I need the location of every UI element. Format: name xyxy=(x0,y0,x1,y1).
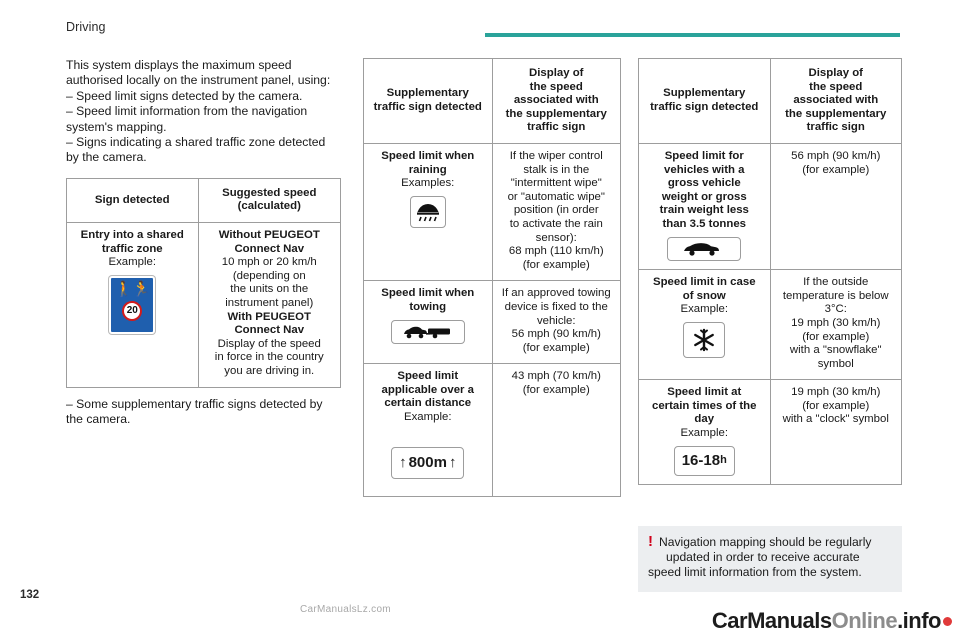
column-middle: Supplementary traffic sign detected Disp… xyxy=(363,58,621,498)
after-table-note-line-1: – Some supplementary traffic signs detec… xyxy=(66,396,323,411)
supp-speed-header: Display of the speed associated with the… xyxy=(491,58,621,144)
table-row: Entry into a shared traffic zone Example… xyxy=(66,222,342,388)
site-brand-logo: CarManualsOnline.info xyxy=(712,608,952,634)
distance-800m-icon: ↑ 800m ↑ xyxy=(391,446,465,479)
table-supplementary-right: Supplementary traffic sign detected Disp… xyxy=(638,58,902,486)
brand-suffix-label: .info xyxy=(897,608,941,633)
page-number: 132 xyxy=(20,589,40,601)
speed-limit-20-icon: 20 xyxy=(122,300,143,321)
note-line-2: updated in order to receive accurate xyxy=(666,550,860,565)
car-with-trailer-icon xyxy=(390,319,465,344)
sign-detected-header: Sign detected xyxy=(66,177,199,224)
intro-text: This system displays the maximum speed a… xyxy=(66,58,341,166)
after-table-note: – Some supplementary traffic signs detec… xyxy=(66,397,341,428)
column-right: Supplementary traffic sign detected Disp… xyxy=(638,58,902,486)
table-row: Supplementary traffic sign detected Disp… xyxy=(638,58,902,144)
brand-dot-icon xyxy=(943,617,952,626)
speed-limit-snow-cell: Speed limit in case of snow Example: xyxy=(638,269,771,381)
pedestrian-child-ball-icon: 🚶🏃 xyxy=(114,280,151,298)
speed-limit-time-cell: Speed limit at certain times of the day … xyxy=(638,379,771,486)
intro-line-1: This system displays the maximum speed xyxy=(66,58,292,72)
warning-note-box: ! Navigation mapping should be regularly… xyxy=(638,526,902,592)
table-row: Speed limit applicable over a certain di… xyxy=(363,363,621,498)
shared-zone-cell: Entry into a shared traffic zone Example… xyxy=(66,222,199,388)
brand-main-label: CarManuals xyxy=(711,608,832,633)
suggested-speed-cell: Without PEUGEOT Connect Nav 10 mph or 20… xyxy=(197,222,342,388)
table-sign-detected: Sign detected Suggested speed (calculate… xyxy=(66,177,342,388)
header-accent-rule xyxy=(485,33,900,37)
speed-limit-rain-value-cell: If the wiper control stalk is in the "in… xyxy=(491,142,621,282)
speed-limit-weight-value-cell: 56 mph (90 km/h) (for example) xyxy=(769,142,902,271)
snowflake-icon xyxy=(683,321,726,358)
speed-limit-towing-cell: Speed limit when towing xyxy=(363,280,493,365)
time-unit-label: h xyxy=(720,453,727,466)
table-row: Supplementary traffic sign detected Disp… xyxy=(363,58,621,144)
warning-exclamation-icon: ! xyxy=(648,533,653,550)
shared-zone-sign-graphic: 🚶🏃 20 xyxy=(72,275,193,334)
intro-bullet-3b: by the camera. xyxy=(66,150,147,165)
table-row: Speed limit when raining Examples: xyxy=(363,142,621,282)
supp-speed-header-2: Display of the speed associated with the… xyxy=(769,58,902,144)
table-row: Speed limit in case of snow Example: xyxy=(638,269,902,381)
suggested-speed-header: Suggested speed (calculated) xyxy=(197,177,342,224)
intro-line-2: authorised locally on the instrument pan… xyxy=(66,73,331,88)
table-row: Sign detected Suggested speed (calculate… xyxy=(66,177,342,224)
clock-times-icon: 16-18 h xyxy=(673,445,735,476)
arrow-up-left-icon: ↑ xyxy=(399,453,407,471)
supp-sign-header-2: Supplementary traffic sign detected xyxy=(638,58,771,144)
intro-bullet-3: – Signs indicating a shared traffic zone… xyxy=(66,135,326,150)
table-row: Speed limit when towing xyxy=(363,280,621,365)
speed-limit-rain-cell: Speed limit when raining Examples: xyxy=(363,142,493,282)
table-supplementary-left: Supplementary traffic sign detected Disp… xyxy=(363,58,621,498)
intro-bullet-1: – Speed limit signs detected by the came… xyxy=(66,88,303,103)
distance-value-label: 800m xyxy=(408,453,447,471)
car-silhouette-icon xyxy=(667,236,742,261)
page-watermark: CarManualsLz.com xyxy=(300,604,391,615)
table-row: Speed limit at certain times of the day … xyxy=(638,379,902,486)
note-line-1: Navigation mapping should be regularly xyxy=(659,535,872,549)
speed-limit-distance-value-cell: 43 mph (70 km/h) (for example) xyxy=(491,363,621,498)
shared-traffic-zone-sign-icon: 🚶🏃 20 xyxy=(109,275,156,334)
note-line-3: speed limit information from the system. xyxy=(648,565,862,580)
speed-limit-weight-cell: Speed limit for vehicles with a gross ve… xyxy=(638,142,771,271)
arrow-up-right-icon: ↑ xyxy=(448,453,457,471)
speed-limit-towing-value-cell: If an approved towing device is fixed to… xyxy=(491,280,621,365)
brand-gray-label: Online xyxy=(831,608,898,633)
time-range-label: 16-18 xyxy=(681,451,721,469)
intro-bullet-2b: system's mapping. xyxy=(66,119,167,134)
speed-limit-time-value-cell: 19 mph (30 km/h) (for example) with a "c… xyxy=(769,379,902,486)
after-table-note-line-2: the camera. xyxy=(66,411,131,426)
intro-bullet-2: – Speed limit information from the navig… xyxy=(66,104,308,119)
speed-limit-distance-cell: Speed limit applicable over a certain di… xyxy=(363,363,493,498)
speed-limit-snow-value-cell: If the outside temperature is below 3°C:… xyxy=(769,269,902,381)
column-left: This system displays the maximum speed a… xyxy=(66,58,342,428)
table-row: Speed limit for vehicles with a gross ve… xyxy=(638,142,902,271)
page-section-title: Driving xyxy=(66,20,106,34)
rain-on-road-icon xyxy=(409,195,446,228)
supp-sign-header: Supplementary traffic sign detected xyxy=(363,58,493,144)
